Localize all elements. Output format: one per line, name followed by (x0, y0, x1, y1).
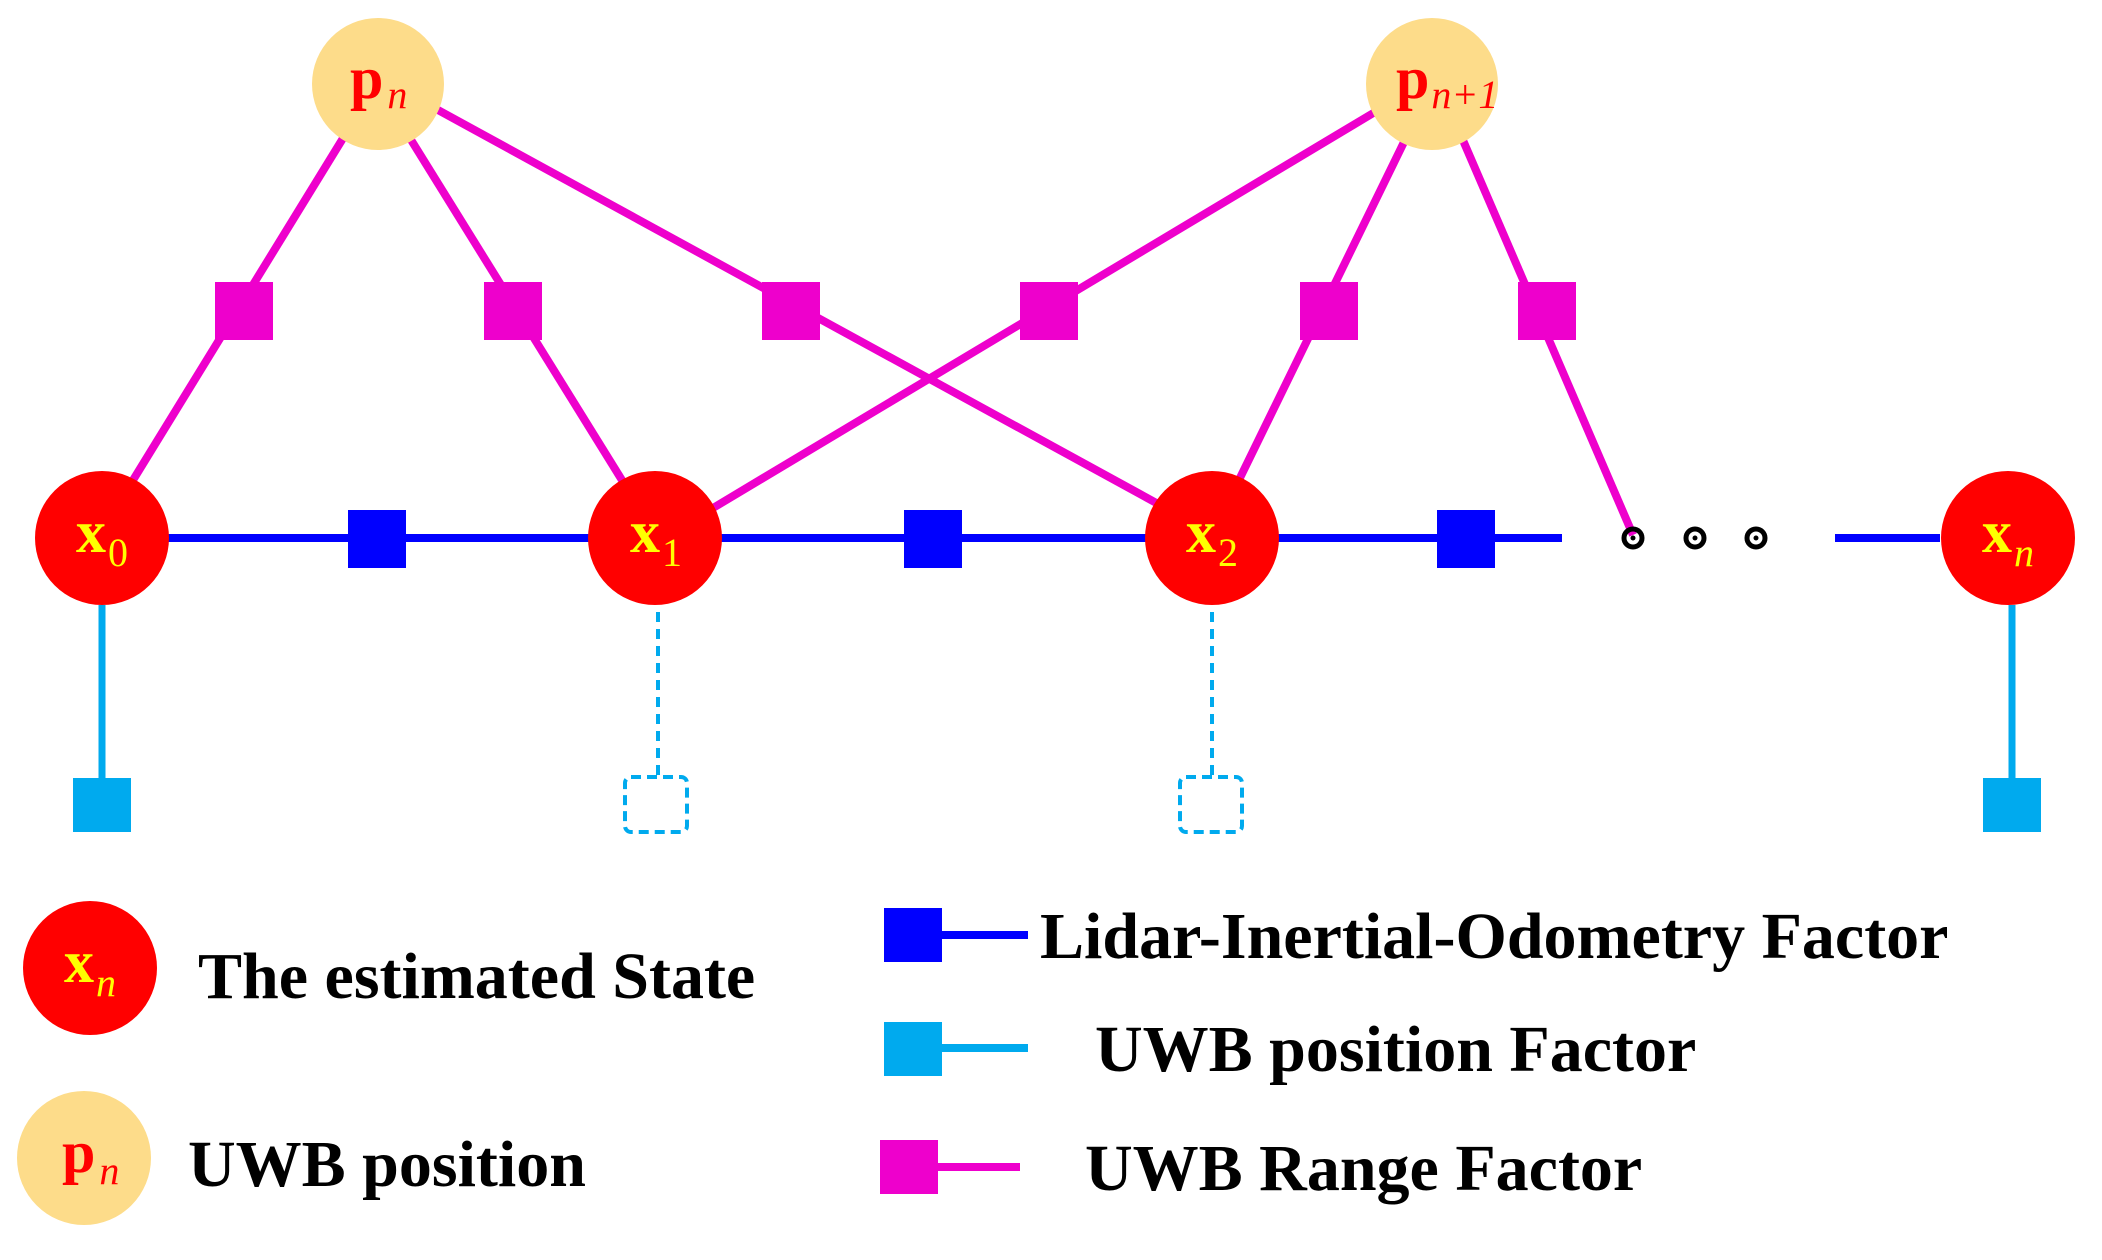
state-node-subscript: n (2014, 530, 2034, 575)
svg-text:pn+1: pn+1 (1396, 45, 1498, 117)
state-node-x2[interactable]: x2 (1145, 471, 1279, 605)
range-factor-5[interactable] (1300, 282, 1358, 340)
position-factor-xn[interactable] (1983, 778, 2041, 832)
position-factor-x1-dashed[interactable] (623, 775, 689, 834)
ellipsis-icon (1621, 526, 1768, 550)
svg-text:x2: x2 (1186, 499, 1238, 575)
svg-text:xn: xn (1982, 499, 2034, 575)
uwb-range-edges (126, 106, 1637, 537)
state-node-letter: x (76, 499, 106, 565)
range-factor-6[interactable] (1518, 282, 1576, 340)
uwb-node-circle (1366, 18, 1498, 150)
state-node-x1[interactable]: x1 (588, 471, 722, 605)
uwb-position-factors (73, 775, 2041, 834)
lio-factor-1[interactable] (348, 510, 406, 568)
position-factor-x2-dashed[interactable] (1178, 775, 1244, 834)
range-factor-1[interactable] (215, 282, 273, 340)
lio-factor-2[interactable] (904, 510, 962, 568)
ellipsis-dot-2 (1683, 526, 1707, 550)
legend-state-label: The estimated State (198, 940, 755, 1013)
state-node-circle (588, 471, 722, 605)
svg-text:x0: x0 (76, 499, 128, 575)
legend-uwb-letter: p (62, 1119, 95, 1185)
legend-lio-square-icon (884, 908, 942, 962)
state-node-x0[interactable]: x0 (35, 471, 169, 605)
legend-uwb-position-factor: UWB position Factor (884, 1013, 1696, 1086)
svg-text:pn: pn (350, 45, 407, 117)
legend-lio-label: Lidar-Inertial-Odometry Factor (1040, 900, 1948, 973)
state-node-letter: x (1186, 499, 1216, 565)
uwb-node-letter: p (1396, 45, 1429, 111)
legend-position-factor-label: UWB position Factor (1095, 1013, 1696, 1086)
state-node-subscript: 1 (662, 530, 682, 575)
uwb-node-letter: p (350, 45, 383, 111)
range-factor-4[interactable] (1020, 282, 1078, 340)
ellipsis-dot-3 (1744, 526, 1768, 550)
legend-range-square-icon (880, 1140, 938, 1194)
range-factor-3[interactable] (762, 282, 820, 340)
range-factor-2[interactable] (484, 282, 542, 340)
uwb-node-subscript: n+1 (1431, 72, 1498, 117)
legend-position-square-icon (884, 1022, 942, 1076)
ellipsis-dot-1 (1621, 526, 1645, 550)
legend-uwb-position-label: UWB position (188, 1128, 586, 1201)
state-node-xn[interactable]: xn (1941, 471, 2075, 605)
uwb-position-edges (98, 605, 2016, 780)
state-node-circle (35, 471, 169, 605)
state-node-subscript: 2 (1218, 530, 1238, 575)
state-node-letter: x (630, 499, 660, 565)
state-node-subscript: 0 (108, 530, 128, 575)
legend-lio-factor: Lidar-Inertial-Odometry Factor (884, 900, 1948, 973)
legend-uwb-subscript: n (99, 1148, 119, 1193)
state-node-letter: x (1982, 499, 2012, 565)
uwb-node-subscript: n (387, 72, 407, 117)
legend-state-icon (23, 901, 157, 1035)
legend-state-subscript: n (96, 960, 116, 1005)
legend-state: xn The estimated State (23, 901, 755, 1035)
uwb-node-pn1[interactable]: pn+1 (1366, 18, 1498, 150)
state-node-circle (1941, 471, 2075, 605)
svg-text:xn: xn (64, 929, 116, 1005)
legend-range-factor-label: UWB Range Factor (1085, 1132, 1642, 1205)
legend-state-letter: x (64, 929, 94, 995)
uwb-range-factors (215, 282, 1576, 340)
svg-text:x1: x1 (630, 499, 682, 575)
legend-uwb-range-factor: UWB Range Factor (880, 1132, 1642, 1205)
position-factor-x0[interactable] (73, 778, 131, 832)
lio-factor-3[interactable] (1437, 510, 1495, 568)
legend-uwb-icon (17, 1091, 151, 1225)
uwb-node-circle (312, 18, 444, 150)
lio-factors (348, 510, 1495, 568)
svg-text:pn: pn (62, 1119, 119, 1193)
state-node-circle (1145, 471, 1279, 605)
